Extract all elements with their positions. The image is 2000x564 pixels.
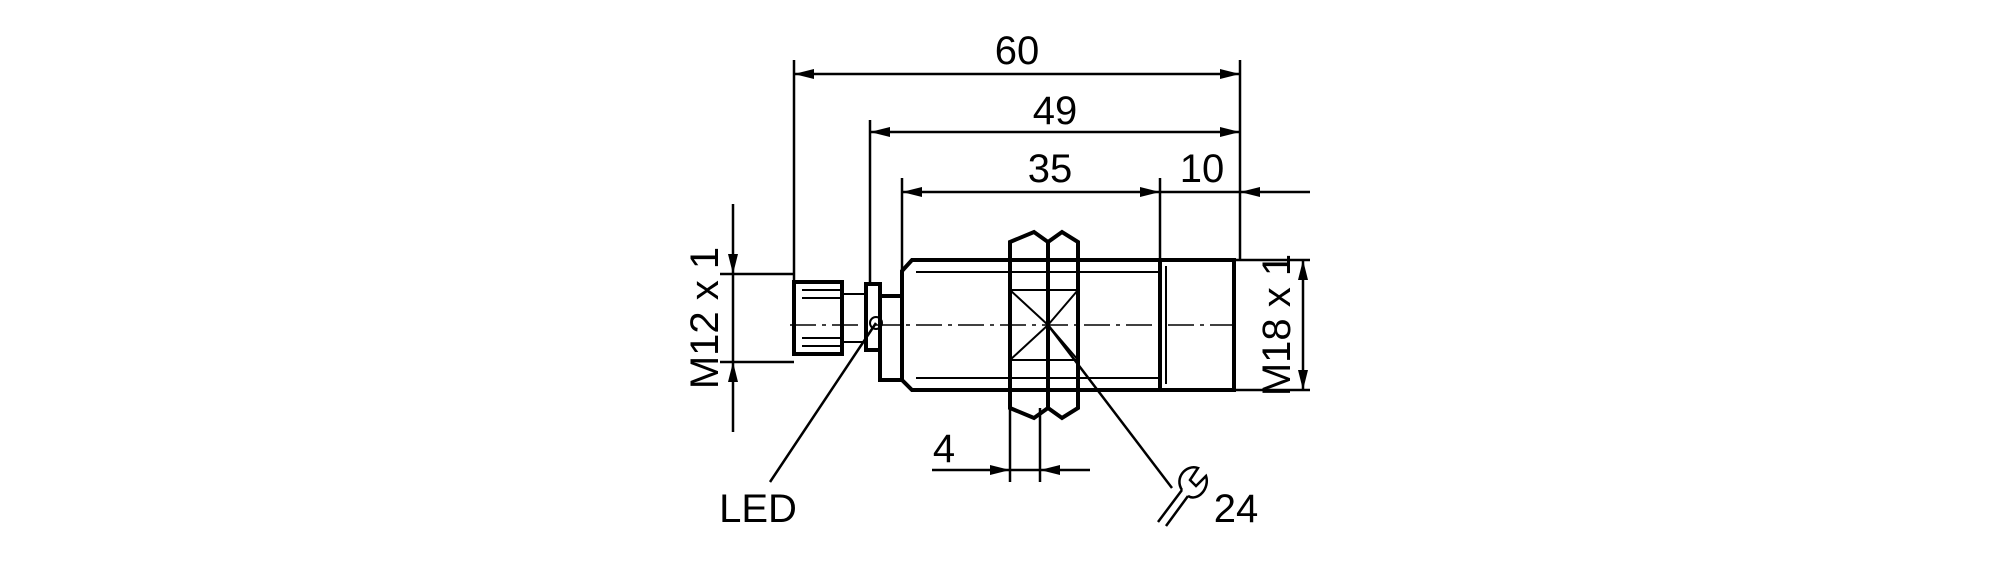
housing-thread-value: M18 x 1 xyxy=(1255,254,1299,396)
dimension-tip-length: 10 xyxy=(1160,147,1310,197)
m12-connector xyxy=(792,280,866,356)
dimension-connector-thread: M12 x 1 xyxy=(683,204,738,432)
body-length-value: 49 xyxy=(1033,89,1078,133)
led-label: LED xyxy=(719,487,797,531)
connector-thread-value: M12 x 1 xyxy=(683,247,727,389)
nut-thickness-value: 4 xyxy=(933,427,955,471)
thread-length-value: 35 xyxy=(1028,147,1073,191)
wrench-size-value: 24 xyxy=(1214,487,1259,531)
tip-length-value: 10 xyxy=(1180,147,1225,191)
extension-lines xyxy=(720,60,1310,482)
led-callout: LED xyxy=(719,322,878,531)
dimension-body-length: 49 xyxy=(870,89,1240,137)
wrench-icon xyxy=(1157,466,1209,527)
dimension-thread-length: 35 xyxy=(902,147,1160,197)
sensor-body xyxy=(790,229,1240,421)
wrench-callout: 24 xyxy=(1047,324,1259,531)
overall-length-value: 60 xyxy=(995,29,1040,73)
dimension-housing-thread: M18 x 1 xyxy=(1255,254,1308,396)
dimension-nut-thickness: 4 xyxy=(932,427,1090,475)
dimension-overall-length: 60 xyxy=(794,29,1240,79)
